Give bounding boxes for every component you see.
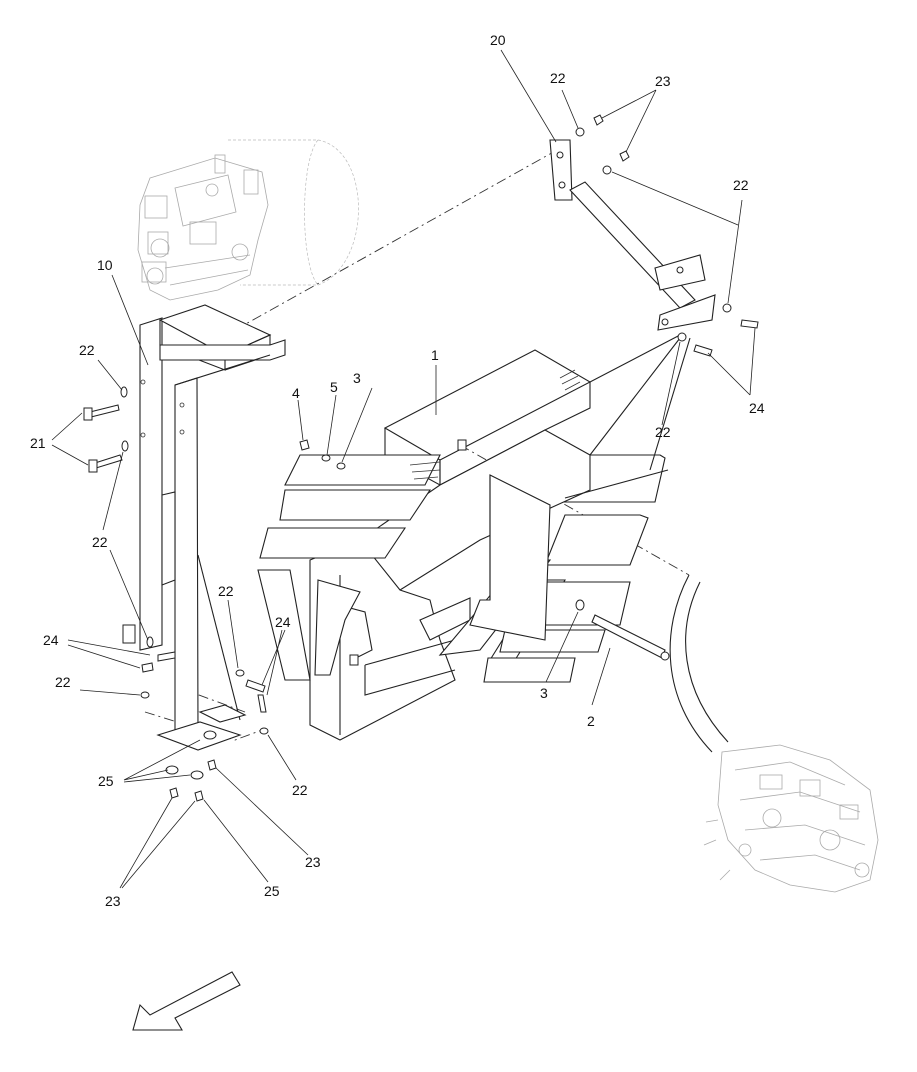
callout-23-c: 23	[105, 893, 121, 909]
callout-22-b: 22	[92, 534, 108, 550]
callout-4: 4	[292, 385, 300, 401]
callout-22-f: 22	[550, 70, 566, 86]
inner-panel	[469, 474, 551, 641]
callout-24-b: 24	[275, 614, 291, 630]
hose	[669, 574, 729, 753]
callout-23-a: 23	[655, 73, 671, 89]
callout-25-a: 25	[98, 773, 114, 789]
callout-1: 1	[431, 347, 439, 363]
hardware	[83, 114, 759, 802]
callout-24-c: 24	[43, 632, 59, 648]
part-2-rod	[591, 614, 670, 661]
callout-21: 21	[30, 435, 46, 451]
part-10-frame	[122, 304, 286, 751]
callout-22-c: 22	[218, 583, 234, 599]
leader-lines	[51, 49, 756, 889]
callout-10: 10	[97, 257, 113, 273]
callout-3-lower: 3	[540, 685, 548, 701]
callout-20: 20	[490, 32, 506, 48]
valve-block-assembly	[137, 139, 359, 301]
engine-assembly	[703, 744, 879, 893]
callout-25-b: 25	[264, 883, 280, 899]
callout-22-h: 22	[655, 424, 671, 440]
direction-arrow-icon	[132, 971, 241, 1031]
callout-24-a: 24	[749, 400, 765, 416]
callout-22-a: 22	[79, 342, 95, 358]
callout-3-upper: 3	[353, 370, 361, 386]
callout-labels: 1 2 3 3 4 5 10 20 21 22 22 22 22 22 22 2…	[30, 32, 765, 909]
callout-5: 5	[330, 379, 338, 395]
part-20-bracket	[549, 139, 716, 499]
callout-22-g: 22	[733, 177, 749, 193]
callout-22-e: 22	[292, 782, 308, 798]
callout-2: 2	[587, 713, 595, 729]
callout-23-b: 23	[305, 854, 321, 870]
callout-22-d: 22	[55, 674, 71, 690]
